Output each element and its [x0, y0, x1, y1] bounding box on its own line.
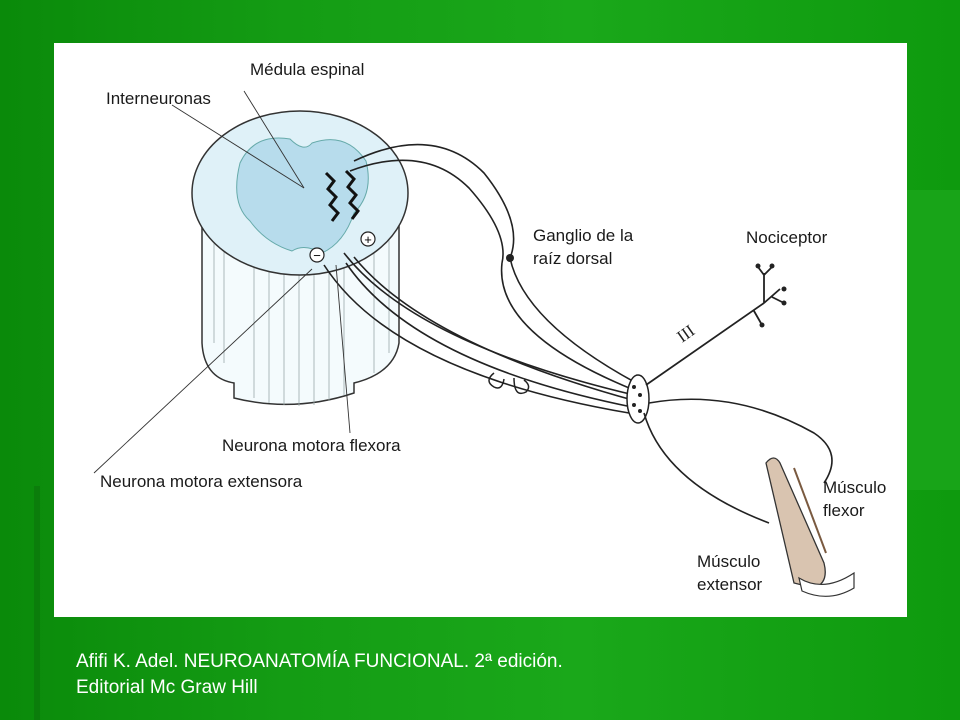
label-musculo-flexor-1: Músculo	[823, 478, 887, 497]
muscle-striation	[793, 467, 827, 554]
muscle-shape	[765, 457, 826, 589]
dorsal-ganglion	[506, 254, 514, 262]
label-musculo-extensor-1: Músculo	[697, 552, 761, 571]
label-ganglio-1: Ganglio de la	[533, 226, 634, 245]
nerve-roots	[323, 143, 641, 414]
label-ganglio-2: raíz dorsal	[533, 249, 613, 268]
minus-symbol: −	[313, 248, 321, 263]
right-stripe	[907, 190, 960, 490]
interneuron-cluster	[324, 169, 360, 222]
ventral-loops	[488, 372, 530, 395]
caption-line-2: Editorial Mc Graw Hill	[76, 677, 258, 698]
fiber-class-label: III	[673, 321, 698, 346]
minus-sign	[309, 247, 325, 263]
label-medula: Médula espinal	[250, 60, 365, 79]
label-nociceptor: Nociceptor	[746, 228, 828, 247]
plus-symbol: +	[364, 232, 372, 247]
diagram-panel: − +	[54, 43, 907, 617]
caption: Afifi K. Adel. NEUROANATOMÍA FUNCIONAL. …	[76, 649, 563, 701]
label-musculo-extensor-2: extensor	[697, 575, 763, 594]
plus-sign	[360, 231, 376, 247]
nociceptor-fiber	[645, 266, 785, 386]
pointer-lines	[93, 90, 351, 474]
label-musculo-flexor-2: flexor	[823, 501, 865, 520]
left-stripe	[34, 486, 40, 720]
reflex-arc-diagram: − +	[93, 90, 855, 597]
label-flexora: Neurona motora flexora	[222, 436, 401, 455]
label-extensora: Neurona motora extensora	[100, 472, 303, 491]
flexor-fiber	[648, 398, 833, 484]
label-interneuronas: Interneuronas	[106, 89, 211, 108]
extensor-fiber	[643, 412, 770, 524]
bone-joint	[798, 571, 855, 597]
cord-texture	[213, 233, 390, 406]
caption-line-1: Afifi K. Adel. NEUROANATOMÍA FUNCIONAL. …	[76, 651, 563, 672]
nerve-trunk-end	[626, 374, 650, 424]
